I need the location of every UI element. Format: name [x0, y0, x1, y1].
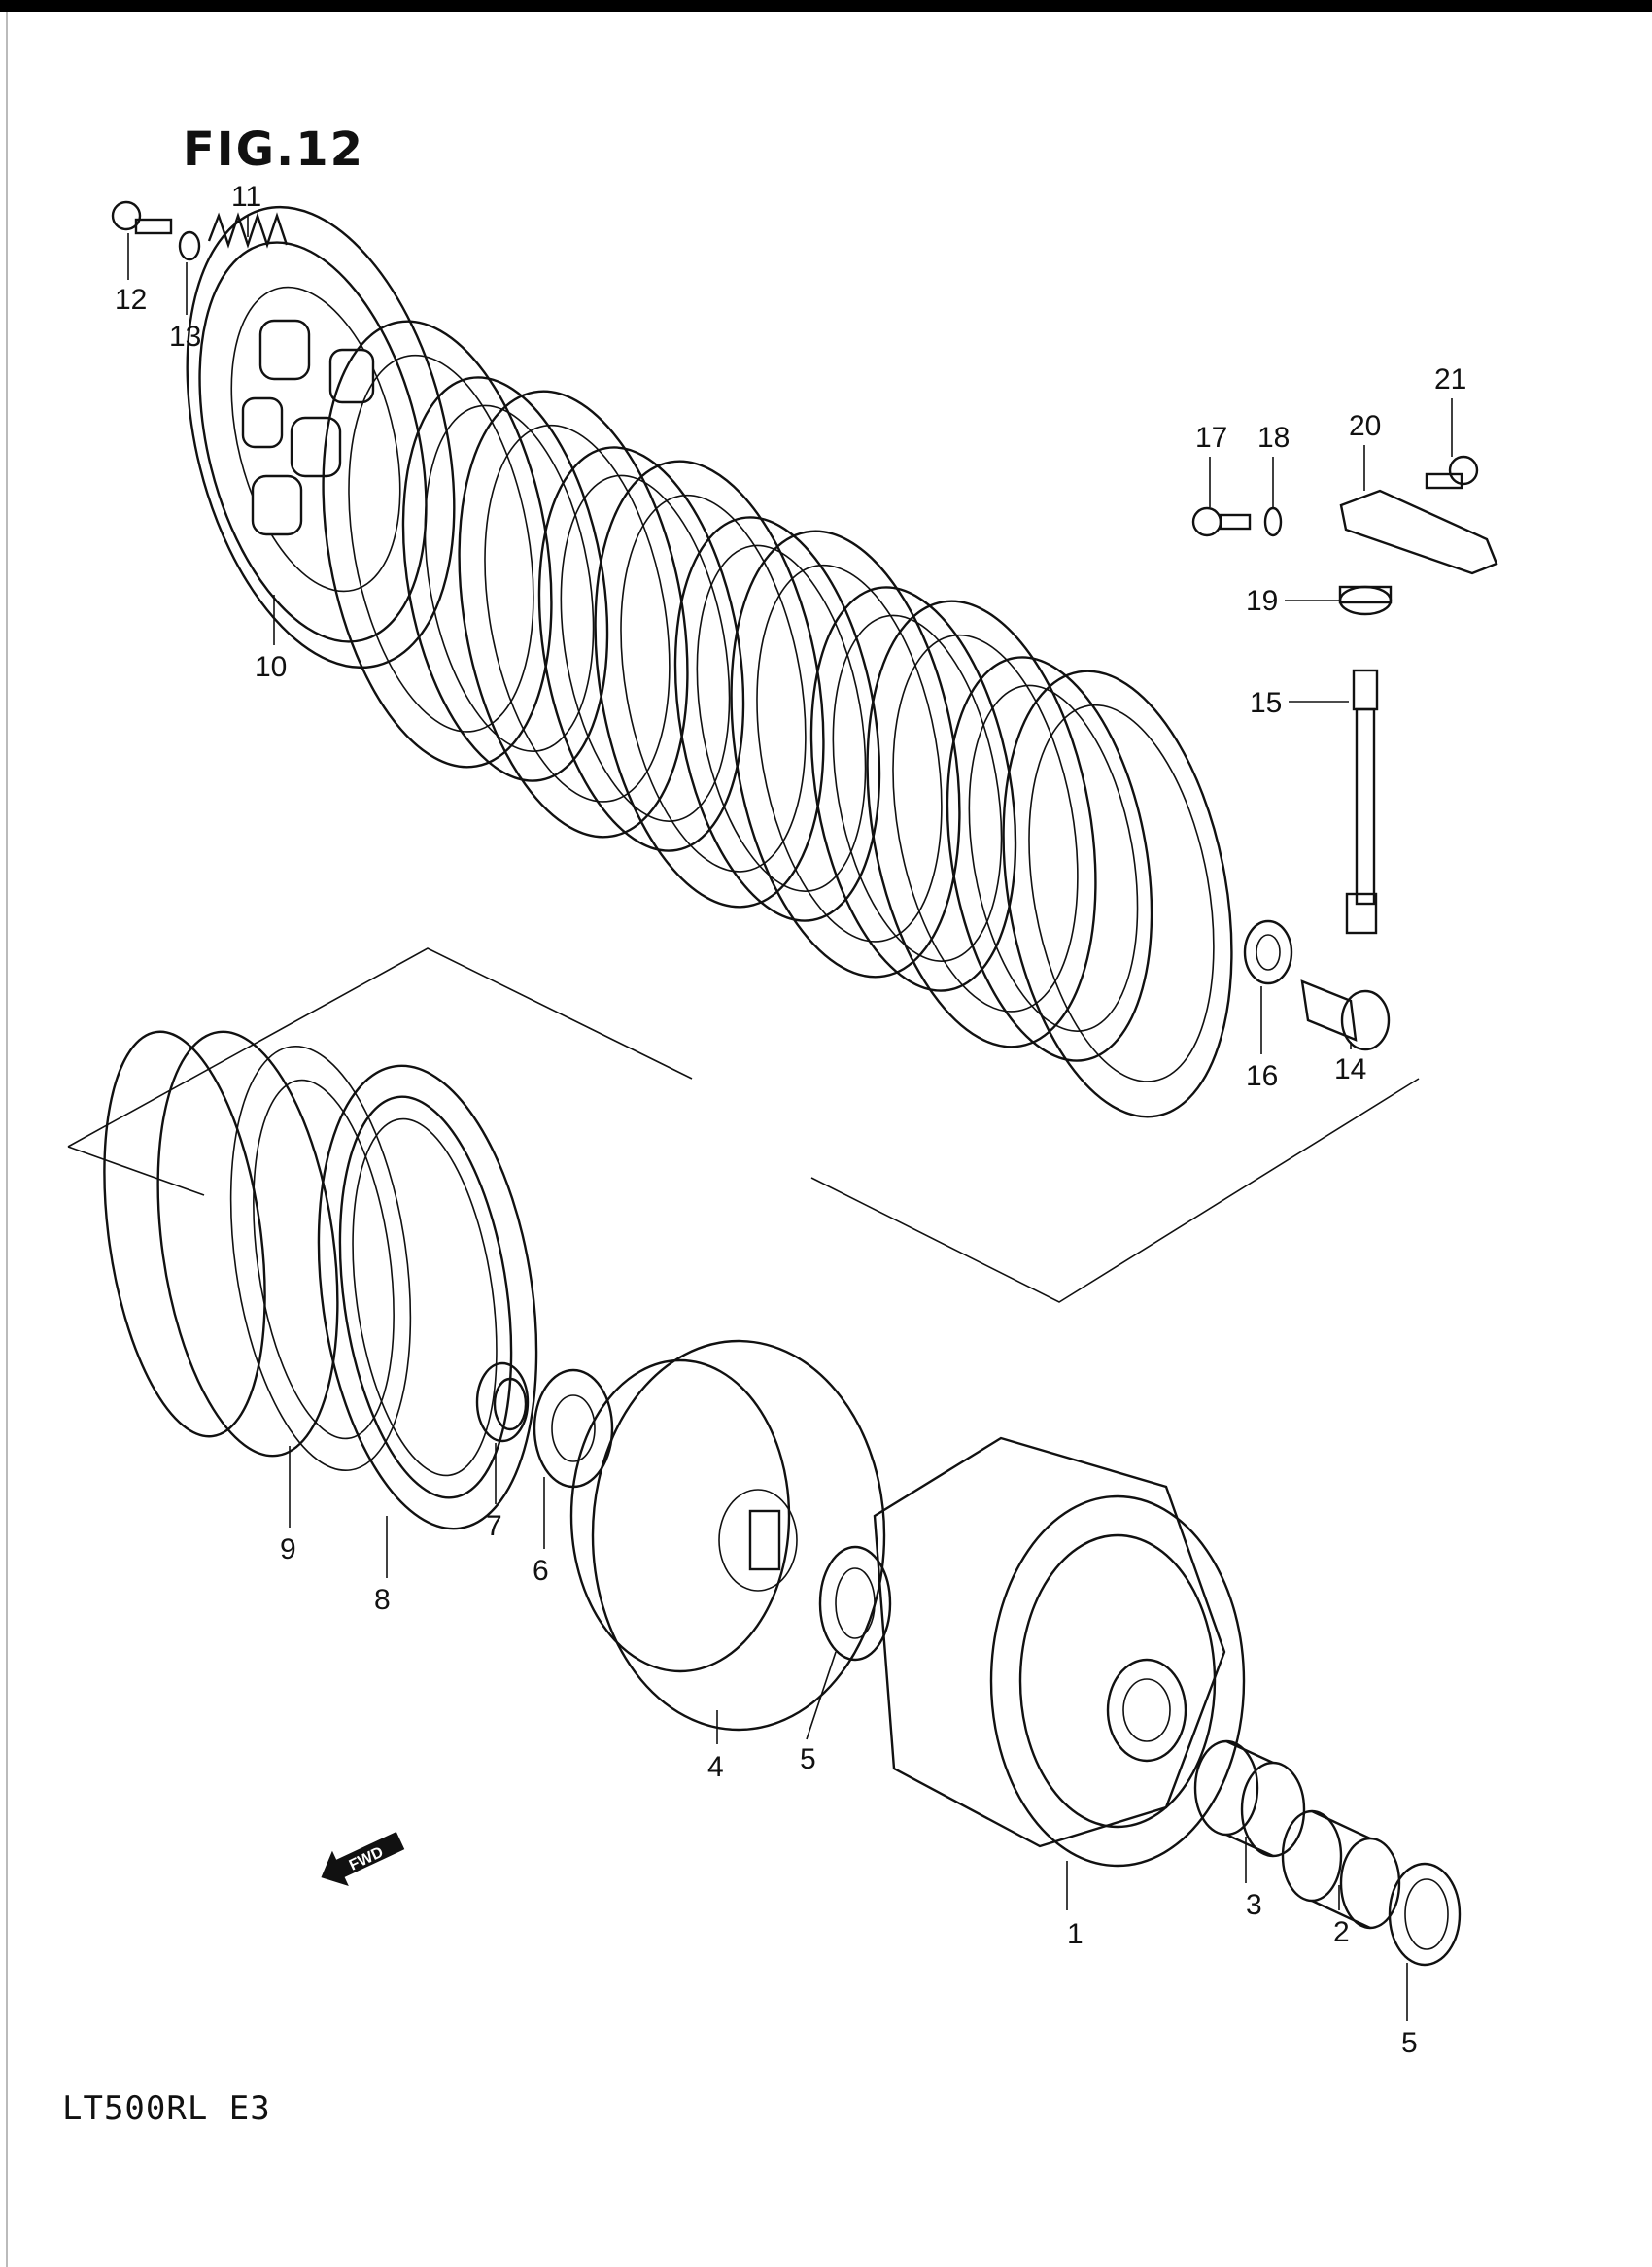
plate-inner-edge [756, 564, 943, 943]
callout-17: 17 [1195, 422, 1227, 454]
callout-10: 10 [255, 651, 287, 683]
steel-plate [458, 390, 689, 839]
callout-11: 11 [231, 181, 261, 213]
callout-5a: 5 [800, 1743, 816, 1775]
steel-plate [866, 600, 1097, 1048]
spring-11 [207, 212, 289, 249]
pressure-plate-10 [186, 205, 456, 670]
release-rack-14 [1300, 979, 1391, 1051]
plate-inner-edge [1028, 704, 1215, 1082]
lower-plate-8 [317, 1064, 538, 1530]
plate-inner-edge [892, 634, 1079, 1013]
clutch-housing-1 [873, 1436, 1246, 1868]
plate-inner-edge [348, 354, 534, 733]
washer-13 [178, 230, 201, 261]
steel-plate [322, 320, 553, 769]
plate-inner-edge [484, 424, 671, 803]
bearing-7 [475, 1361, 530, 1443]
callout-15: 15 [1250, 687, 1282, 719]
callout-14: 14 [1334, 1053, 1366, 1085]
callout-12: 12 [115, 284, 147, 316]
callout-3: 3 [1246, 1889, 1262, 1921]
plate-inner-edge [424, 404, 595, 752]
steel-plate [1002, 670, 1233, 1118]
callout-16: 16 [1246, 1060, 1278, 1092]
callout-19: 19 [1246, 585, 1278, 617]
steel-plate [594, 460, 825, 909]
needle-bearing-3 [1193, 1739, 1306, 1858]
bolt-21 [1425, 455, 1479, 490]
washer-5a [818, 1545, 892, 1662]
callout-1: 1 [1067, 1918, 1084, 1950]
leader-lines [127, 216, 1453, 2021]
top-border [0, 0, 1652, 12]
callout-5b: 5 [1401, 2027, 1418, 2059]
left-border [6, 12, 8, 2267]
washer-5b [1388, 1862, 1462, 1967]
plate-inner-edge [696, 544, 867, 892]
callout-21: 21 [1434, 363, 1466, 395]
release-shaft-15 [1345, 669, 1379, 935]
model-code: LT500RL E3 [62, 2089, 271, 2128]
plate-inner-edge [560, 474, 731, 822]
callout-6: 6 [533, 1555, 549, 1587]
fwd-badge: FWD [321, 1832, 405, 1886]
bearing-16 [1243, 919, 1293, 985]
leader-line-5a [806, 1651, 837, 1740]
group-frame-right [810, 1078, 1420, 1303]
group-frame [67, 947, 693, 1148]
fwd-arrow-icon [321, 1832, 405, 1886]
callout-2: 2 [1333, 1916, 1350, 1948]
bolt-17 [1191, 506, 1252, 537]
upper-plate-stack [322, 320, 1233, 1118]
callout-9: 9 [280, 1533, 296, 1565]
callout-4: 4 [707, 1751, 724, 1783]
washer-18 [1263, 506, 1283, 537]
plate-inner-edge [832, 614, 1003, 962]
callout-18: 18 [1257, 422, 1290, 454]
figure-title: FIG.12 [183, 122, 365, 177]
callout-8: 8 [374, 1584, 391, 1616]
plate-inner-edge [968, 684, 1139, 1032]
spacer-2 [1281, 1809, 1401, 1930]
steel-plate [730, 530, 961, 979]
oil-seal-19 [1338, 585, 1393, 616]
bolt-12 [111, 200, 173, 235]
callout-13: 13 [169, 321, 201, 353]
lower-plate-9 [103, 1030, 412, 1472]
friction-plate [946, 656, 1153, 1062]
lever-20 [1339, 489, 1498, 575]
callout-7: 7 [486, 1510, 502, 1542]
callout-20: 20 [1349, 410, 1381, 442]
clutch-hub-4 [569, 1339, 886, 1732]
plate-inner-edge [620, 494, 807, 873]
